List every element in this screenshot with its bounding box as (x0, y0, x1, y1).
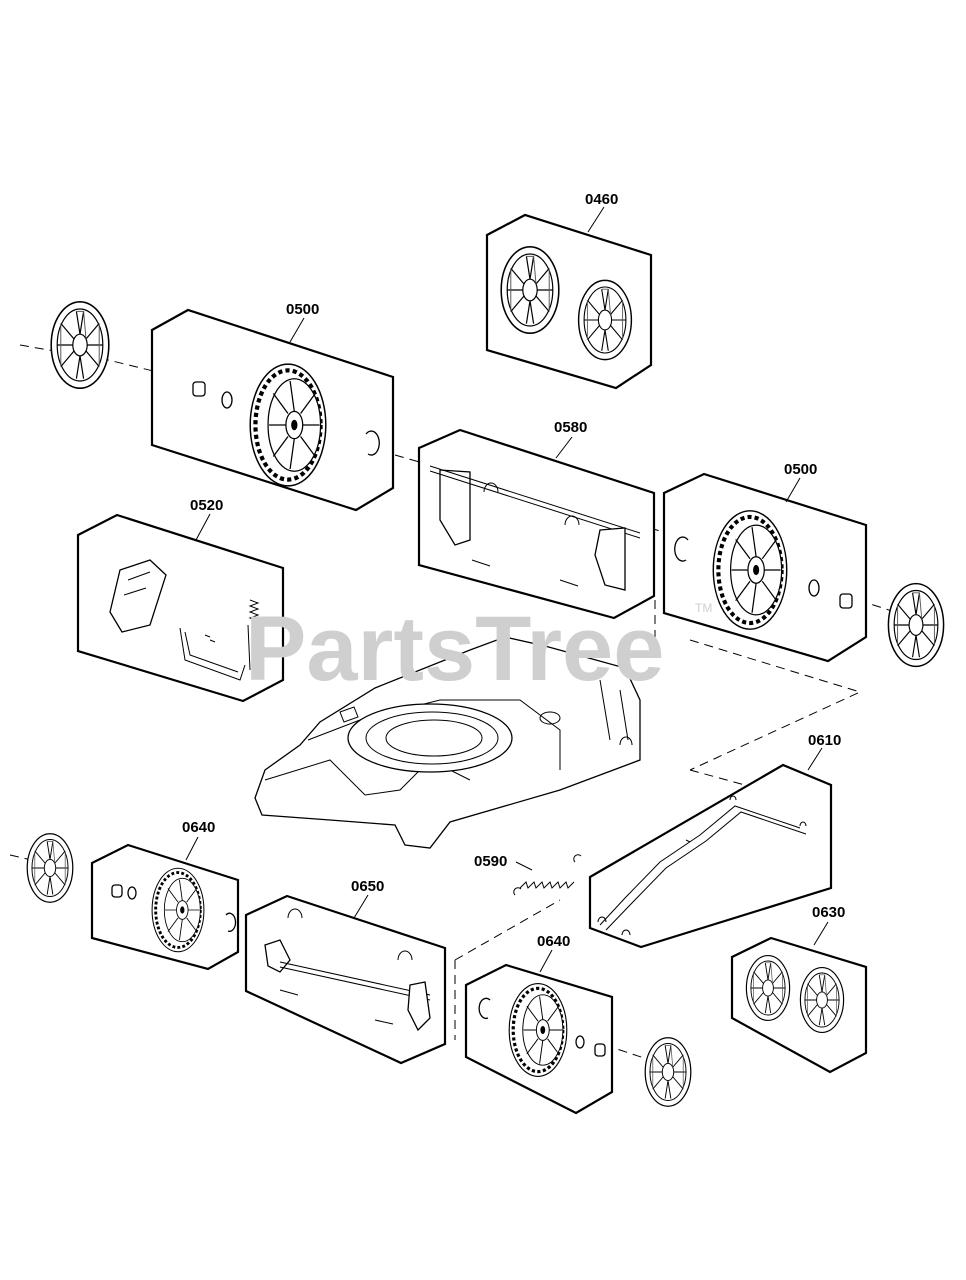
washer (221, 391, 233, 409)
callout-0580: 0580 (554, 419, 587, 436)
callout-0610: 0610 (808, 732, 841, 749)
bushing-right (839, 593, 853, 609)
bushing (192, 381, 206, 397)
callout-0640-left: 0640 (182, 819, 215, 836)
box-0520 (76, 513, 285, 703)
callout-0650: 0650 (351, 878, 384, 895)
watermark-trademark: TM (695, 601, 712, 615)
hubcap-front-right (644, 1037, 692, 1107)
washer-front-left (127, 886, 137, 900)
box-0650 (244, 894, 447, 1065)
retainer-ring (365, 430, 380, 456)
wheel-0640-right (507, 981, 569, 1079)
washer-right (808, 579, 820, 597)
wheel-0500-right (713, 511, 786, 629)
retainer-ring-right (674, 536, 689, 562)
front-axle-0610 (597, 795, 807, 936)
callout-0460: 0460 (585, 191, 618, 208)
hubcap-left (50, 301, 110, 389)
watermark: PartsTree (245, 598, 664, 700)
wheel-0640-left (150, 866, 206, 954)
height-adjust-lever-0520 (109, 559, 260, 681)
box-0580 (417, 428, 656, 620)
spring-0590 (513, 854, 582, 896)
callout-0590: 0590 (474, 853, 507, 870)
box-0610 (588, 763, 833, 949)
retainer-ring-front-left (225, 912, 237, 932)
retainer-ring-front-right (478, 997, 491, 1019)
mower-deck (254, 636, 641, 849)
rear-axle-0580 (429, 465, 641, 591)
bushing-front-right (594, 1043, 606, 1057)
front-axle-0650 (264, 908, 431, 1032)
callout-0630: 0630 (812, 904, 845, 921)
callout-0500-left: 0500 (286, 301, 319, 318)
wheel-0500-left (250, 364, 326, 486)
callout-0520: 0520 (190, 497, 223, 514)
washer-front-right (575, 1035, 585, 1049)
bushing-front-left (111, 884, 123, 898)
callout-0500-right: 0500 (784, 461, 817, 478)
hubcap-front-left (26, 833, 74, 903)
hubcap-right (887, 582, 945, 668)
callout-0640-right: 0640 (537, 933, 570, 950)
